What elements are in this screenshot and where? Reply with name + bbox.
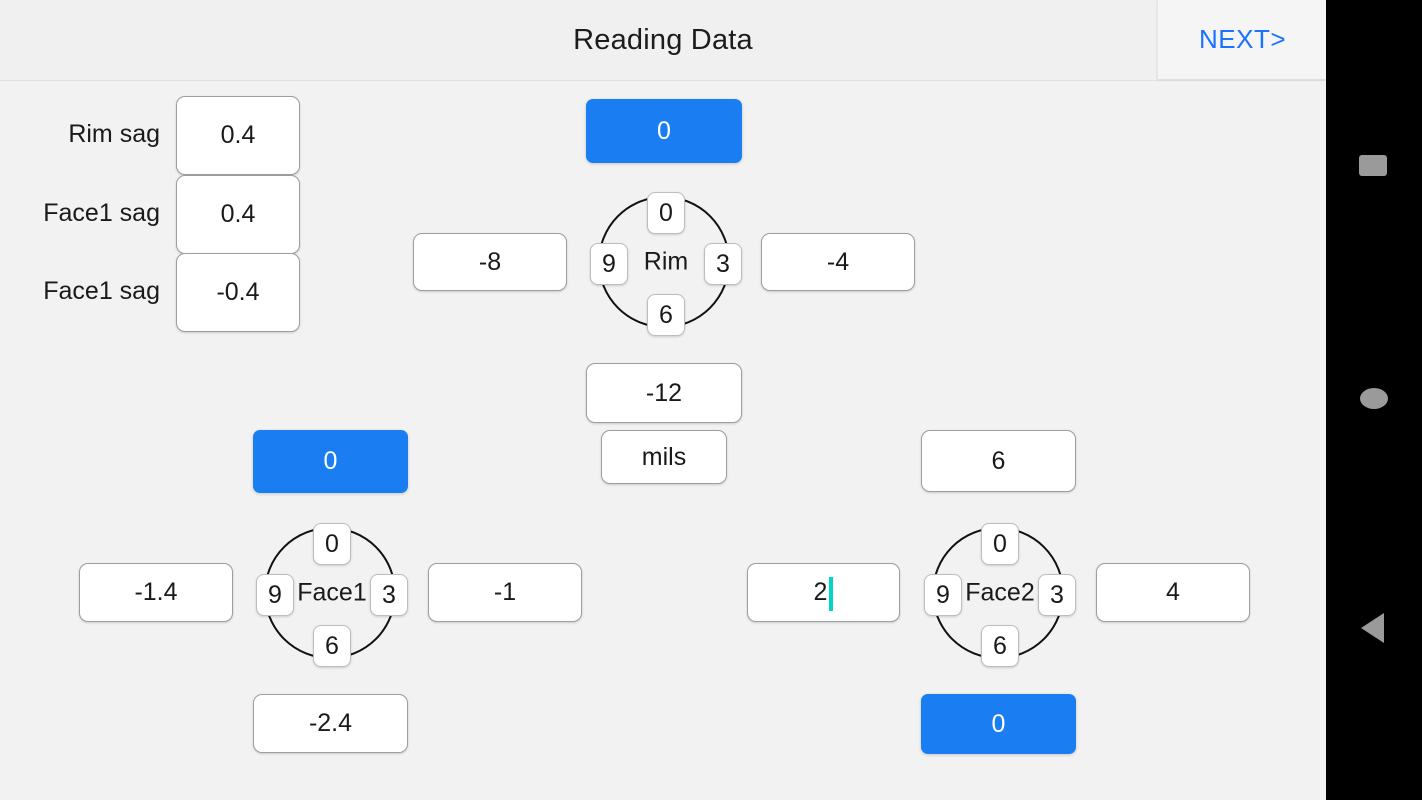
rim-clock-6[interactable]: 6 bbox=[647, 294, 685, 336]
face2-bottom-value[interactable]: 0 bbox=[921, 694, 1076, 754]
next-button-label: NEXT> bbox=[1198, 24, 1287, 54]
rim-clock-3[interactable]: 3 bbox=[704, 243, 742, 285]
face1-right-value[interactable]: -1 bbox=[428, 563, 582, 622]
sag-value-face1-a[interactable]: 0.4 bbox=[176, 175, 300, 254]
rim-clock-9[interactable]: 9 bbox=[590, 243, 628, 285]
face2-left-value[interactable]: 2 bbox=[747, 563, 900, 622]
face1-clock-12[interactable]: 0 bbox=[313, 523, 351, 565]
face2-clock-12[interactable]: 0 bbox=[981, 523, 1019, 565]
sag-value-face1-b[interactable]: -0.4 bbox=[176, 253, 300, 332]
face2-dial-label: Face2 bbox=[965, 578, 1035, 607]
face1-clock-9[interactable]: 9 bbox=[256, 574, 294, 616]
android-navigation-bar bbox=[1326, 0, 1422, 800]
rim-top-value[interactable]: 0 bbox=[586, 99, 742, 163]
back-triangle-icon[interactable] bbox=[1361, 613, 1384, 643]
sag-value-rim[interactable]: 0.4 bbox=[176, 96, 300, 175]
rim-dial-label: Rim bbox=[643, 247, 689, 276]
units-field[interactable]: mils bbox=[601, 430, 727, 484]
face2-clock-9[interactable]: 9 bbox=[924, 574, 962, 616]
face1-clock-3[interactable]: 3 bbox=[370, 574, 408, 616]
sag-label-face1-b: Face1 sag bbox=[43, 277, 160, 305]
rim-right-value[interactable]: -4 bbox=[761, 233, 915, 291]
face1-clock-6[interactable]: 6 bbox=[313, 625, 351, 667]
recents-square-icon[interactable] bbox=[1359, 155, 1387, 176]
rim-clock-12[interactable]: 0 bbox=[647, 192, 685, 234]
face2-dial: Face2 0 3 6 9 bbox=[924, 523, 1076, 667]
face2-right-value[interactable]: 4 bbox=[1096, 563, 1250, 622]
face2-left-value-text: 2 bbox=[813, 578, 828, 606]
text-caret bbox=[829, 576, 834, 611]
face1-dial-label: Face1 bbox=[297, 578, 367, 607]
face1-bottom-value[interactable]: -2.4 bbox=[253, 694, 408, 753]
face2-clock-3[interactable]: 3 bbox=[1038, 574, 1076, 616]
face2-top-value[interactable]: 6 bbox=[921, 430, 1076, 492]
rim-bottom-value[interactable]: -12 bbox=[586, 363, 742, 423]
app-screen: Reading Data NEXT> Rim sag 0.4 Face1 sag… bbox=[0, 0, 1327, 800]
face1-top-value[interactable]: 0 bbox=[253, 430, 408, 493]
next-button[interactable]: NEXT> bbox=[1157, 0, 1327, 79]
sag-label-face1-a: Face1 sag bbox=[43, 199, 160, 227]
rim-dial: Rim 0 3 6 9 bbox=[590, 192, 742, 336]
face1-left-value[interactable]: -1.4 bbox=[79, 563, 233, 622]
face1-dial: Face1 0 3 6 9 bbox=[256, 523, 408, 667]
sag-label-rim: Rim sag bbox=[68, 120, 160, 148]
title-bar: Reading Data NEXT> bbox=[0, 0, 1327, 81]
home-circle-icon[interactable] bbox=[1360, 388, 1388, 409]
page-title: Reading Data bbox=[573, 24, 753, 56]
face2-clock-6[interactable]: 6 bbox=[981, 625, 1019, 667]
rim-left-value[interactable]: -8 bbox=[413, 233, 567, 291]
